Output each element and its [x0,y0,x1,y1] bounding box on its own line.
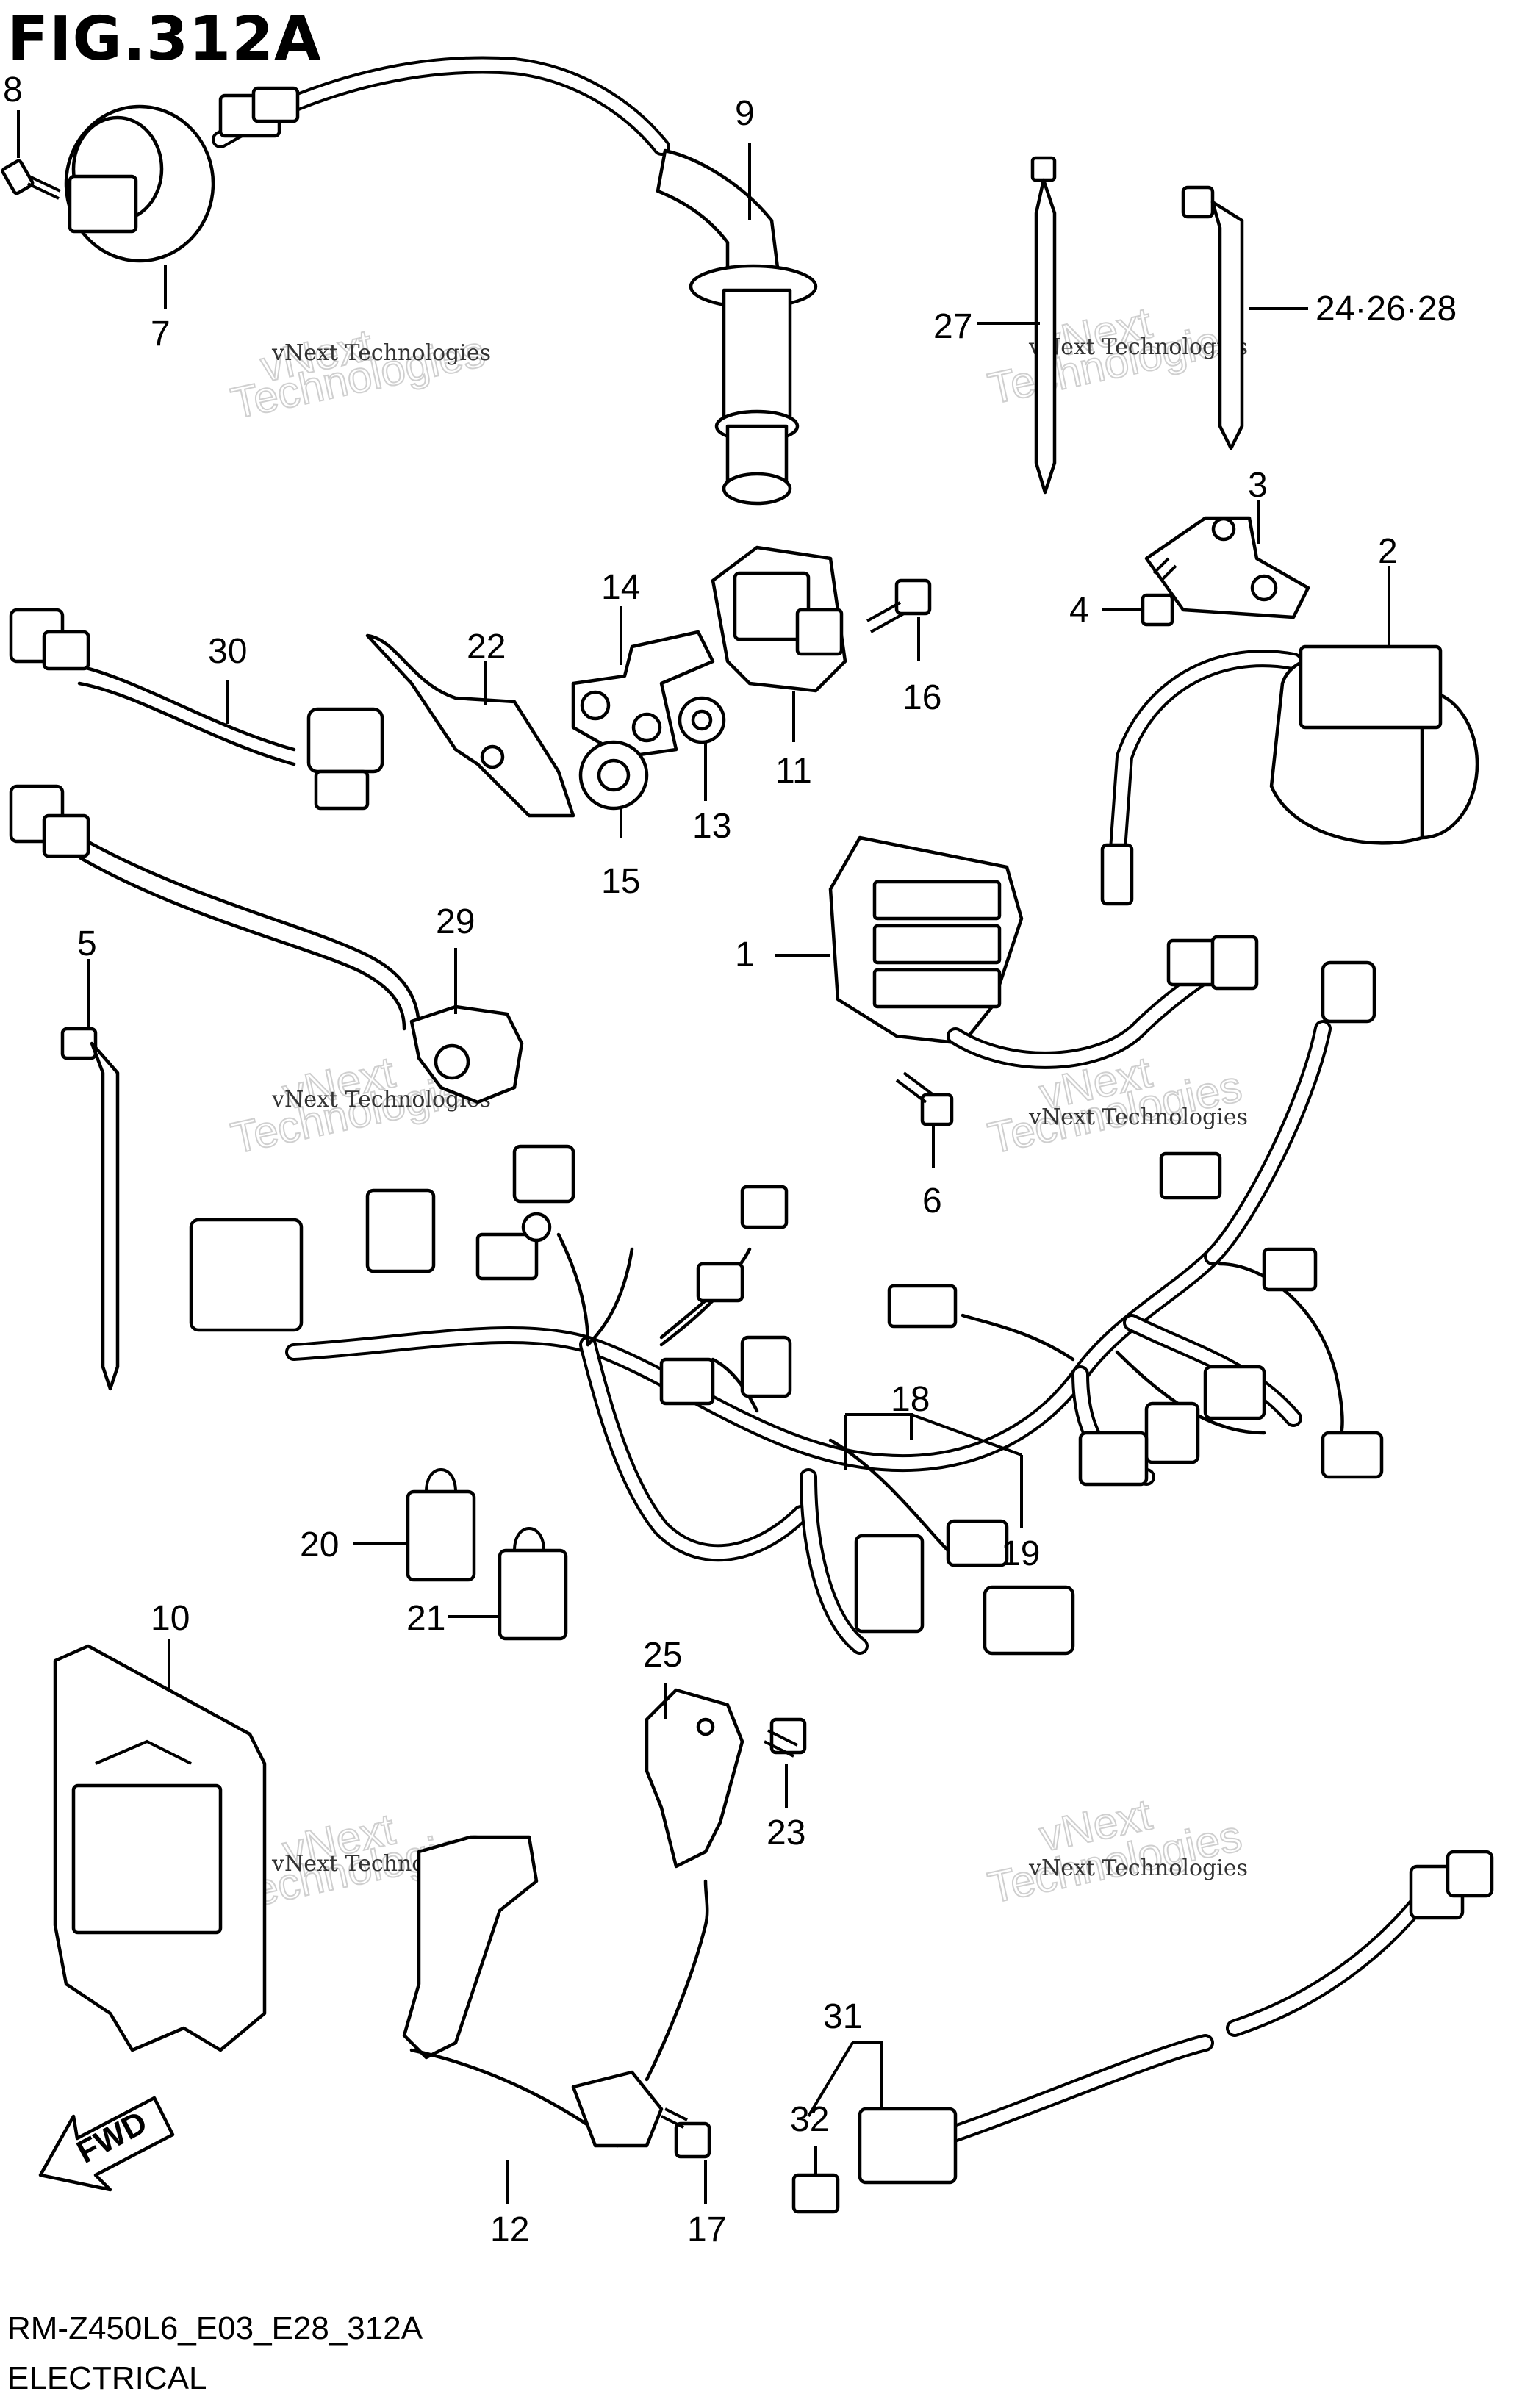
callout-numbers: 8 7 9 27 24·26·28 3 2 4 30 22 14 15 13 1… [3,71,1457,2249]
bolt-part-6 [895,1071,954,1126]
callout-20: 20 [300,1525,339,1564]
connector-part-21 [498,1527,568,1641]
bolt-part-8 [1,159,61,200]
watermark-top-left: vNext Technologies vNext Technologies [226,319,491,428]
callout-4: 4 [1069,591,1089,630]
callout-7: 7 [151,315,170,353]
callout-12: 12 [490,2210,529,2249]
collar-part-13 [678,696,726,744]
callout-15: 15 [601,862,640,901]
callout-9: 9 [735,94,755,133]
callout-29: 29 [436,902,475,941]
callout-10: 10 [151,1599,190,1638]
callout-23: 23 [767,1814,805,1852]
ecm-part-10 [53,1644,267,2052]
callout-14: 14 [601,568,640,607]
callout-3: 3 [1248,466,1268,505]
spark-plug-cap-part-9 [656,148,818,506]
section-name: ELECTRICAL [7,2360,207,2396]
bracket-part-3 [1144,516,1310,619]
callout-11: 11 [775,752,812,791]
relay-part-11 [711,545,847,693]
sensor-part-29 [9,784,524,1104]
sensor-part-30 [9,608,384,811]
callout-2: 2 [1378,532,1398,571]
harness-part-31 [858,1850,1494,2185]
svg-text:vNext Technologies: vNext Technologies [1028,1855,1248,1881]
harness-connector-large [189,1218,304,1332]
main-wiring-harness [189,960,1384,1656]
watermark-bottom-right: vNext Technologies vNext Technologies [983,1789,1248,1913]
callout-1: 1 [735,935,755,974]
svg-text:vNext Technologies: vNext Technologies [1028,334,1248,360]
bracket-part-22 [365,633,575,818]
callout-6: 6 [922,1182,942,1221]
bracket-part-25 [645,1688,744,1869]
leader-lines [17,110,1390,2204]
callout-17: 17 [687,2210,726,2249]
callout-16: 16 [902,678,941,717]
figure-title: FIG.312A [7,4,322,74]
bolt-part-23 [764,1717,807,1758]
grommet-part-15 [578,740,649,811]
clamp-part-24 [1181,185,1244,450]
callout-13: 13 [692,807,731,846]
callout-19: 19 [1001,1534,1040,1573]
connector-part-20 [406,1468,476,1582]
fwd-direction-arrow: FWD [38,2096,175,2192]
bracket-part-12 [402,1835,709,2148]
fuse-part-32 [791,2173,840,2214]
ignition-coil-part-7 [64,56,670,263]
bolt-part-16 [866,578,932,633]
callout-8: 8 [3,71,23,109]
figure-code: RM-Z450L6_E03_E28_312A [7,2310,423,2346]
callout-27: 27 [933,307,972,346]
callout-30: 30 [208,632,247,671]
callout-31: 31 [823,1997,862,2036]
callout-5: 5 [77,924,97,963]
callout-18: 18 [891,1380,930,1419]
callout-24-26-28: 24·26·28 [1315,290,1457,328]
bolt-part-17 [661,2107,711,2159]
callout-22: 22 [467,628,506,666]
svg-text:vNext Technologies: vNext Technologies [271,340,491,366]
regulator-part-1 [828,835,1259,1069]
bracket-part-14 [571,630,715,759]
watermark-top-right: vNext Technologies vNext Technologies [983,297,1248,414]
condenser-part-2 [1100,644,1479,906]
callout-25: 25 [643,1636,682,1675]
svg-text:vNext Technologies: vNext Technologies [1028,1104,1248,1130]
cable-tie-part-27 [1030,156,1057,495]
cable-tie-part-5 [60,1027,120,1391]
callout-21: 21 [406,1599,445,1638]
callout-32: 32 [790,2100,829,2139]
